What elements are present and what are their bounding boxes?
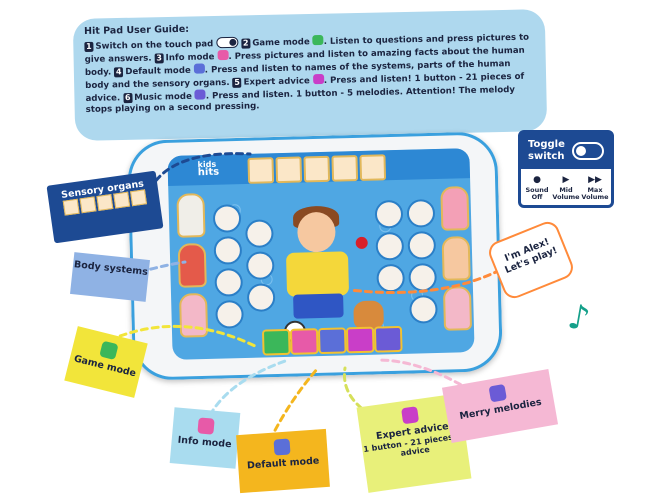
play-icon: ▶: [562, 175, 570, 185]
connector-sensory: [148, 152, 252, 192]
toggle-header: Toggle switch: [521, 133, 611, 169]
toggle-switch-icon[interactable]: [572, 142, 604, 160]
label-info-mode: Info mode: [169, 407, 241, 469]
label-default-mode: Default mode: [236, 428, 330, 494]
sense-mini-icon: [129, 189, 147, 207]
toggle-switch-panel: Toggle switch ● Sound Off ▶ Mid Volume ▶…: [518, 130, 614, 208]
dot-icon: ●: [533, 175, 541, 185]
default-icon: [273, 438, 291, 456]
sense-mini-icon: [79, 196, 97, 214]
sense-mini-icon: [112, 191, 130, 209]
connector-alex: [348, 268, 502, 294]
label-body-systems: Body systems: [70, 252, 150, 302]
toggle-option-max-volume: ▶▶ Max Volume: [581, 175, 609, 201]
sense-mini-icon: [95, 194, 113, 212]
gamepad-icon: [99, 340, 119, 361]
fast-forward-icon: ▶▶: [588, 175, 602, 185]
info-icon: [197, 417, 215, 435]
expert-icon: [401, 406, 420, 425]
connector-game: [108, 324, 257, 348]
toggle-option-mid-volume: ▶ Mid Volume: [552, 175, 580, 201]
connector-info: [208, 358, 290, 417]
toggle-knob: [576, 146, 586, 156]
connector-expert: [342, 366, 382, 422]
connector-default: [268, 366, 320, 442]
toggle-option-sound-off: ● Sound Off: [523, 175, 551, 201]
music-icon: [488, 383, 508, 403]
sense-mini-icon: [62, 198, 80, 216]
